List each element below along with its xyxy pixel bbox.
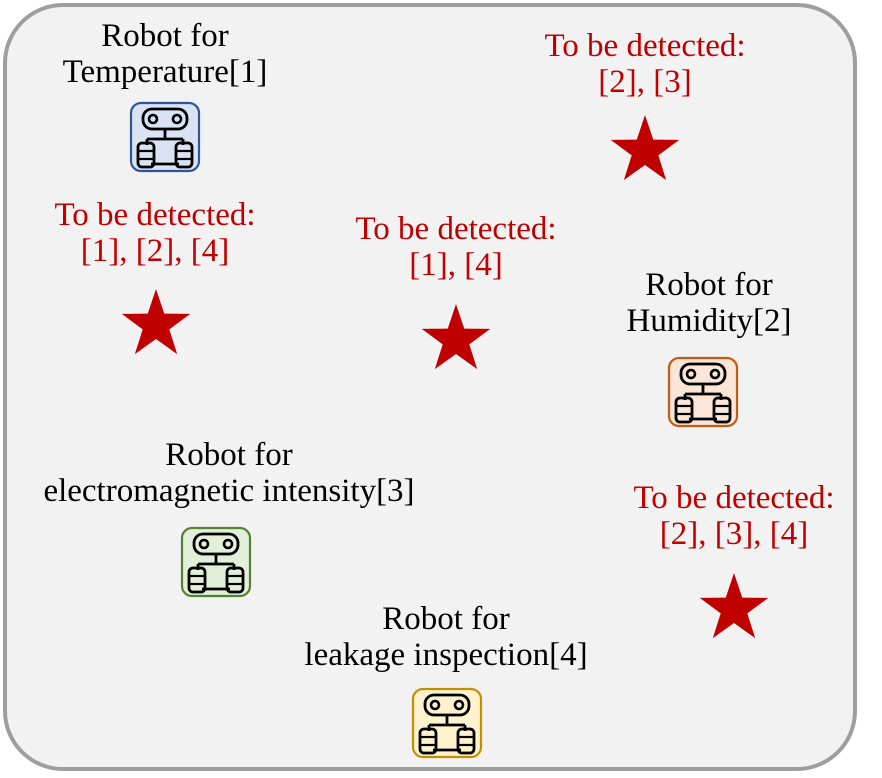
target-1-label-line2: [2], [3] [598, 64, 692, 100]
target-1-star-icon [609, 113, 681, 185]
robot-humidity-label-line2: Humidity[2] [626, 303, 792, 339]
target-1-label: To be detected: [2], [3] [544, 28, 745, 100]
target-3-star-icon [420, 302, 492, 374]
target-1-label-line1: To be detected: [544, 28, 746, 64]
robot-humidity-icon [667, 356, 739, 428]
robot-leakage-icon [411, 687, 483, 759]
robot-humidity-label: Robot for Humidity[2] [627, 267, 792, 339]
target-3-label-line1: To be detected: [355, 211, 557, 247]
robot-electromagnetic-label-line1: Robot for [165, 437, 293, 473]
robot-temperature-label-line1: Robot for [101, 18, 229, 54]
target-2-label-line2: [1], [2], [4] [80, 233, 230, 269]
robot-humidity-label-line1: Robot for [645, 267, 773, 303]
target-2-label: To be detected: [1], [2], [4] [54, 197, 255, 269]
robot-temperature-label-line2: Temperature[1] [62, 54, 268, 90]
robot-temperature-label: Robot for Temperature[1] [63, 18, 268, 90]
robot-leakage-label: Robot for leakage inspection[4] [304, 601, 587, 673]
target-3-label-line2: [1], [4] [409, 247, 503, 283]
target-4-star-icon [698, 571, 770, 643]
robot-temperature-icon [129, 101, 201, 173]
robot-electromagnetic-icon [180, 526, 252, 598]
robot-leakage-label-line2: leakage inspection[4] [304, 637, 588, 673]
target-3-label: To be detected: [1], [4] [355, 211, 556, 283]
target-4-label-line1: To be detected: [633, 480, 835, 516]
target-4-label-line2: [2], [3], [4] [659, 516, 809, 552]
robot-electromagnetic-label: Robot for electromagnetic intensity[3] [43, 437, 414, 509]
target-2-star-icon [120, 287, 192, 359]
target-4-label: To be detected: [2], [3], [4] [633, 480, 834, 552]
robot-electromagnetic-label-line2: electromagnetic intensity[3] [43, 473, 415, 509]
robot-leakage-label-line1: Robot for [382, 601, 510, 637]
target-2-label-line1: To be detected: [54, 197, 256, 233]
